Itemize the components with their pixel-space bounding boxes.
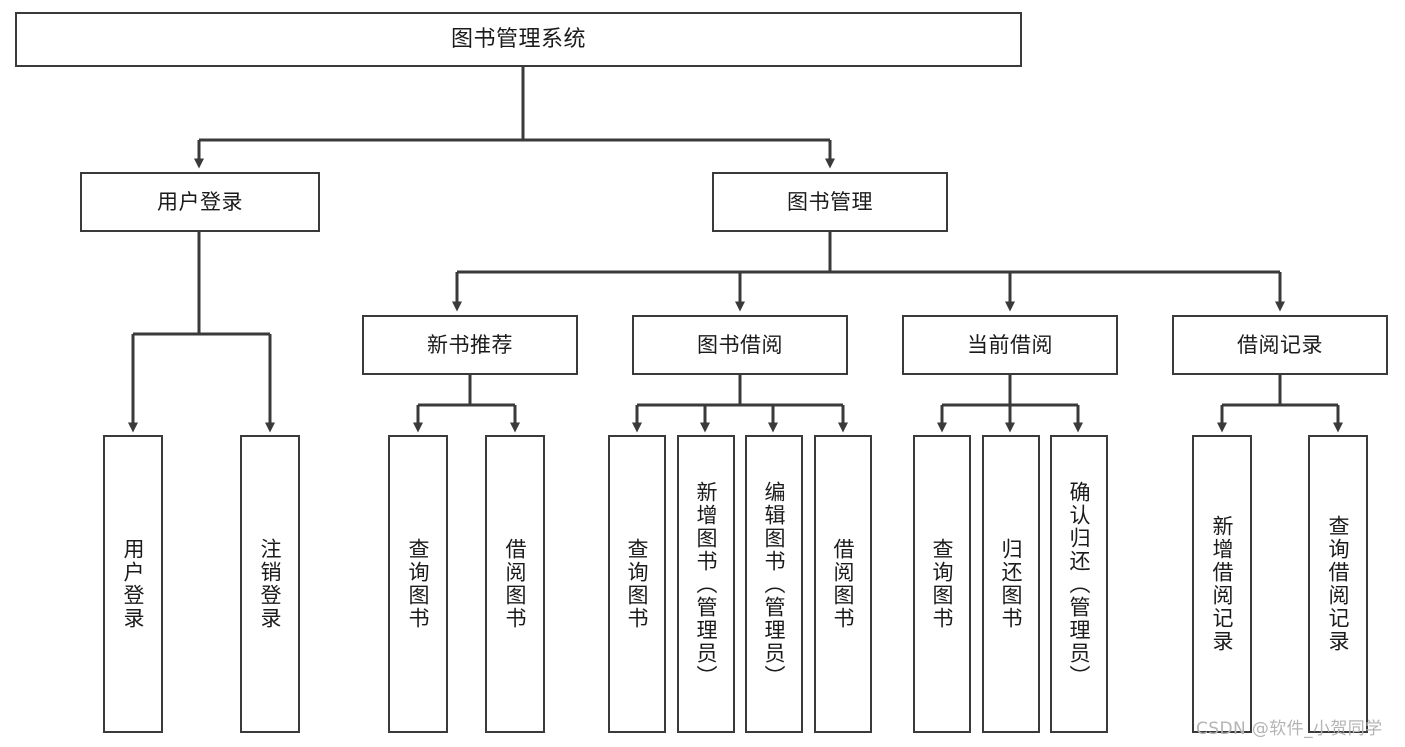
node-label: 编辑图书（管理员） <box>762 480 787 688</box>
node-book-management[interactable]: 图书管理 <box>712 172 948 232</box>
node-label: 图书管理 <box>787 189 873 214</box>
leaf-current-borrow-query[interactable]: 查询图书 <box>913 435 971 733</box>
leaf-current-borrow-confirm-return[interactable]: 确认归还（管理员） <box>1050 435 1108 733</box>
node-book-borrow[interactable]: 图书借阅 <box>632 315 848 375</box>
node-label: 借阅记录 <box>1237 332 1323 357</box>
csdn-watermark: CSDN @软件_小贺同学 <box>1196 719 1383 739</box>
node-current-borrow[interactable]: 当前借阅 <box>902 315 1118 375</box>
node-label: 图书管理系统 <box>450 26 586 52</box>
node-label: 查询图书 <box>625 538 650 630</box>
node-label: 新书推荐 <box>427 332 513 357</box>
node-label: 归还图书 <box>999 538 1024 630</box>
node-borrow-record[interactable]: 借阅记录 <box>1172 315 1388 375</box>
leaf-new-book-query[interactable]: 查询图书 <box>388 435 448 733</box>
node-label: 注销登录 <box>258 538 283 630</box>
node-label: 查询图书 <box>930 538 955 630</box>
node-label: 借阅图书 <box>503 538 528 630</box>
leaf-book-borrow-borrow[interactable]: 借阅图书 <box>814 435 872 733</box>
node-label: 查询图书 <box>406 538 431 630</box>
node-label: 当前借阅 <box>967 332 1053 357</box>
node-label: 查询借阅记录 <box>1326 515 1351 653</box>
node-label: 确认归还（管理员） <box>1067 480 1092 688</box>
leaf-current-borrow-return[interactable]: 归还图书 <box>982 435 1040 733</box>
leaf-new-book-borrow[interactable]: 借阅图书 <box>485 435 545 733</box>
node-label: 新增借阅记录 <box>1210 515 1235 653</box>
leaf-borrow-record-add[interactable]: 新增借阅记录 <box>1192 435 1252 733</box>
node-label: 借阅图书 <box>831 538 856 630</box>
leaf-book-borrow-add[interactable]: 新增图书（管理员） <box>677 435 735 733</box>
node-root-system[interactable]: 图书管理系统 <box>15 12 1022 67</box>
leaf-user-login-login[interactable]: 用户登录 <box>103 435 163 733</box>
leaf-borrow-record-query[interactable]: 查询借阅记录 <box>1308 435 1368 733</box>
leaf-book-borrow-edit[interactable]: 编辑图书（管理员） <box>745 435 803 733</box>
node-label: 新增图书（管理员） <box>694 480 719 688</box>
leaf-book-borrow-query[interactable]: 查询图书 <box>608 435 666 733</box>
node-new-book-recommend[interactable]: 新书推荐 <box>362 315 578 375</box>
node-label: 用户登录 <box>121 538 146 630</box>
node-label: 用户登录 <box>157 189 243 214</box>
node-label: 图书借阅 <box>697 332 783 357</box>
node-user-login[interactable]: 用户登录 <box>80 172 320 232</box>
leaf-user-login-logout[interactable]: 注销登录 <box>240 435 300 733</box>
